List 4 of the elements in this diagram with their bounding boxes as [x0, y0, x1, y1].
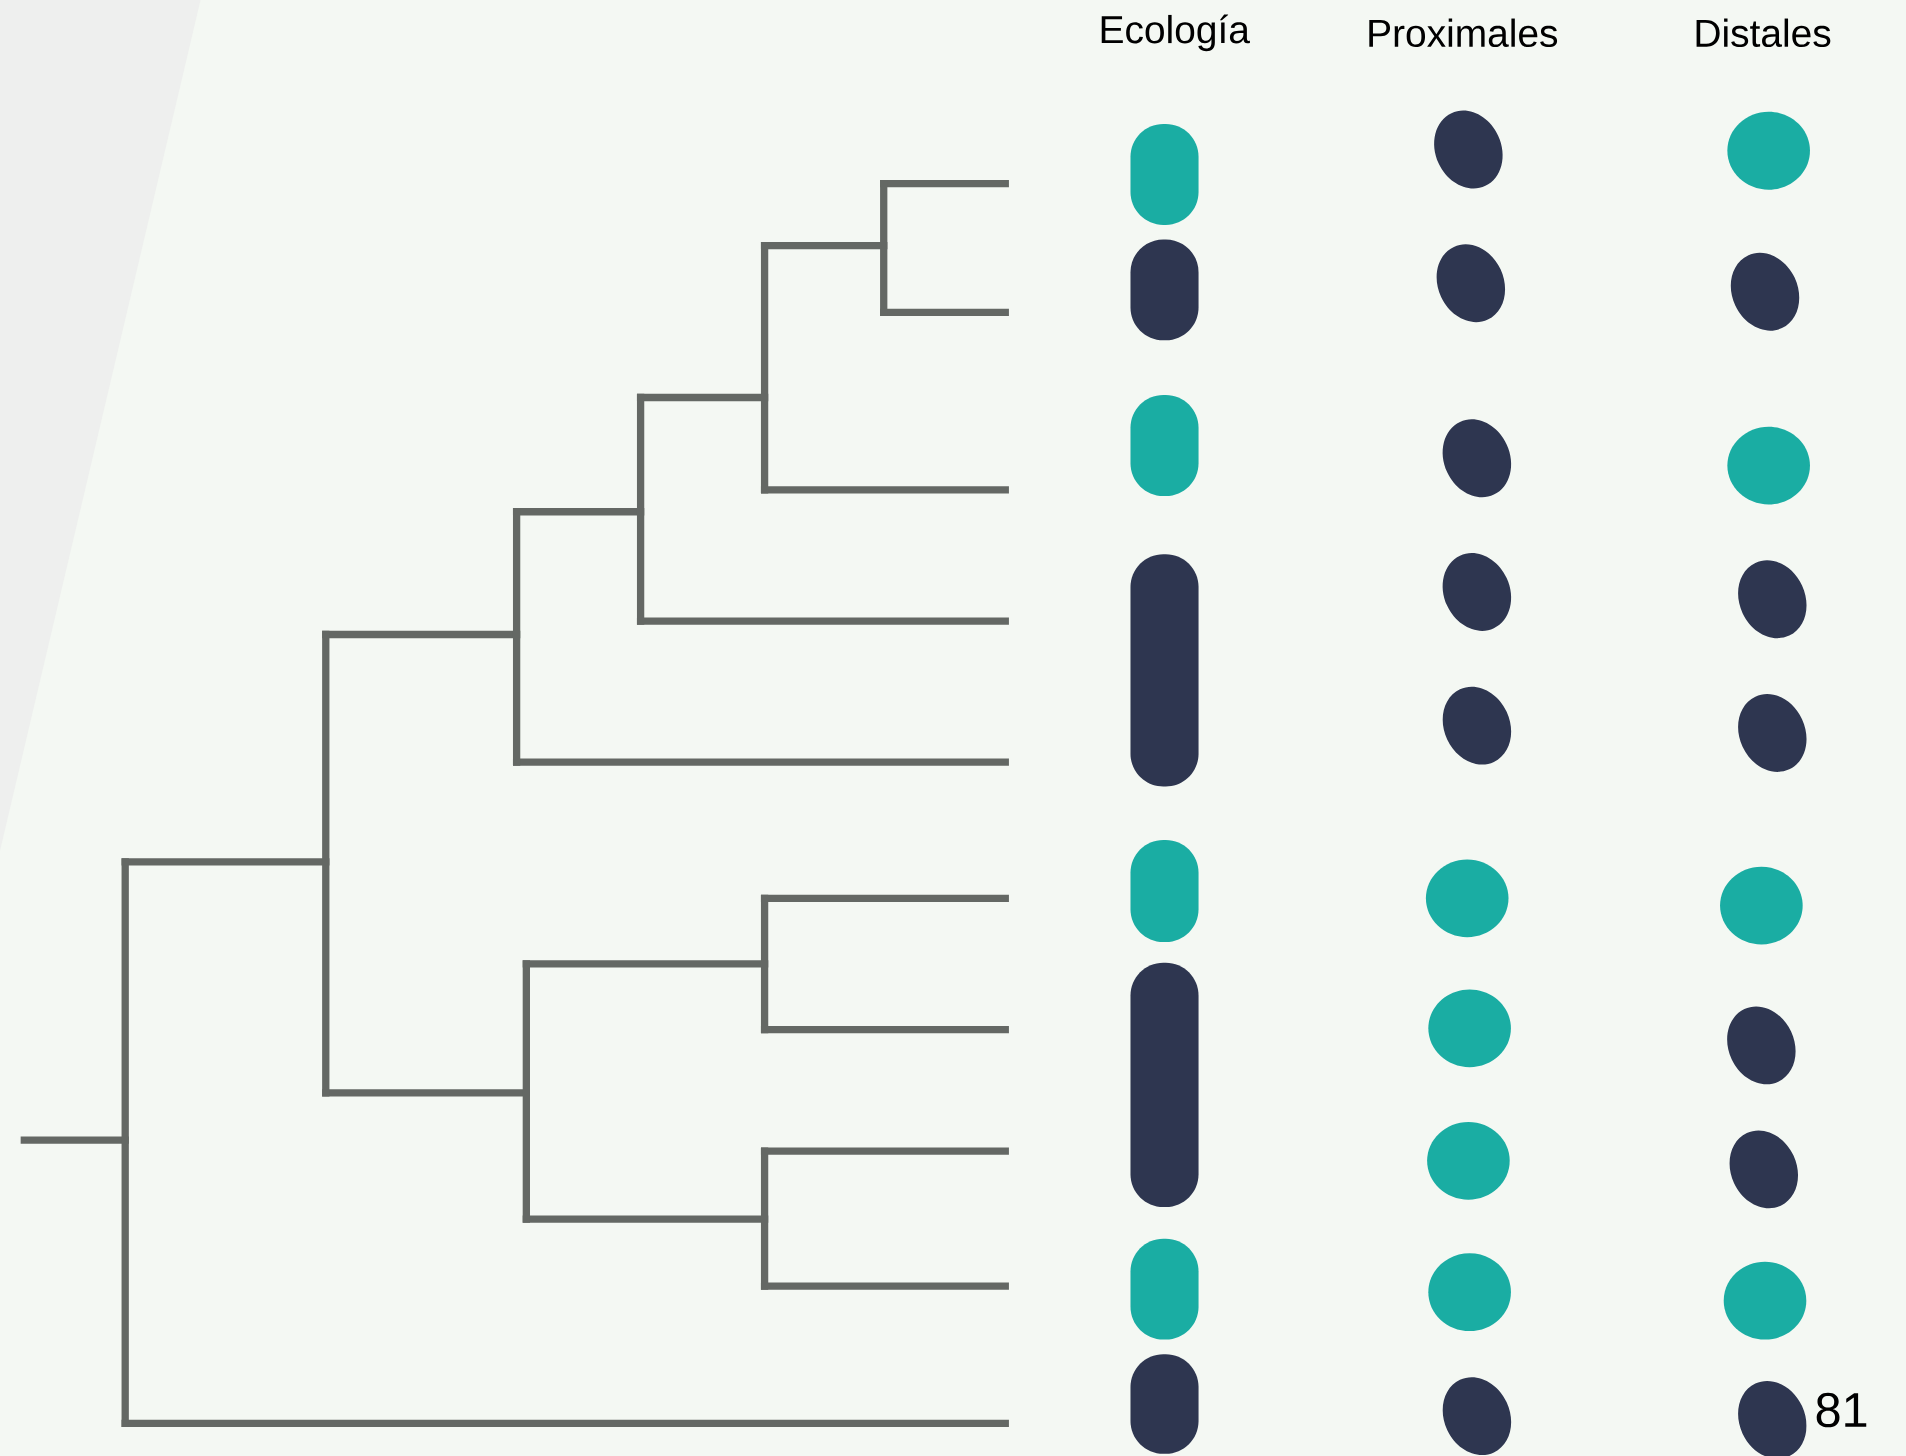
page-number: 81 [1816, 1392, 1867, 1428]
column-header: Proximales [1369, 18, 1558, 47]
column-header: Distales [1696, 18, 1831, 47]
column-header: Ecología [1101, 14, 1250, 52]
